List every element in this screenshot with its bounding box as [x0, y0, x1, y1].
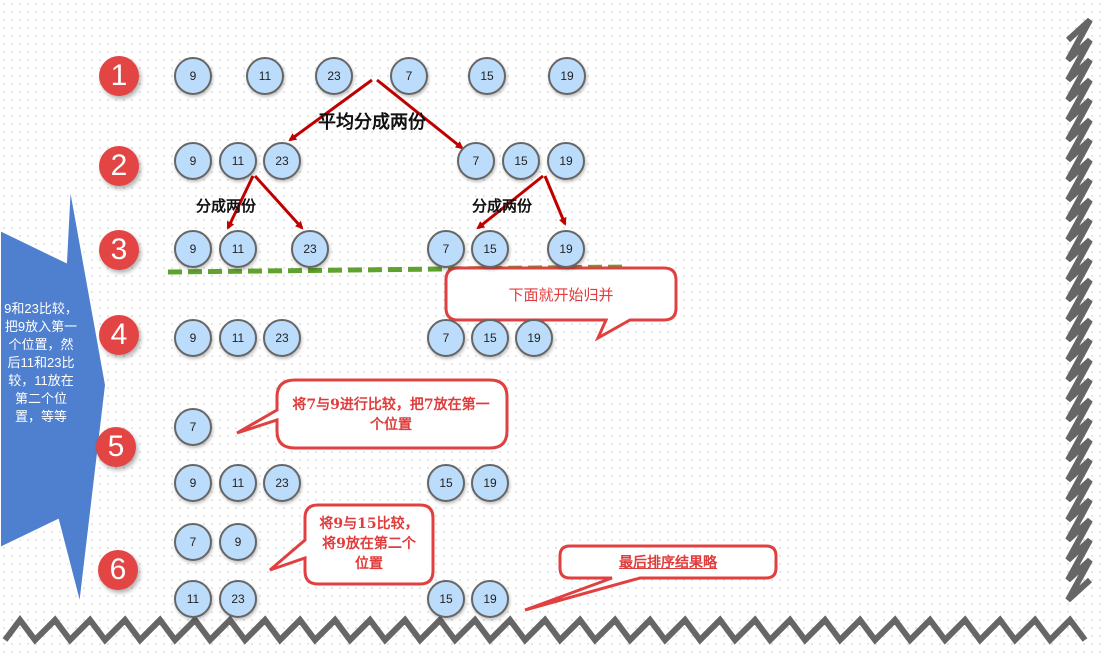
number-node: 19 [548, 57, 586, 95]
number-node: 23 [263, 142, 301, 180]
number-node: 23 [315, 57, 353, 95]
callout-final: 最后排序结果略 [619, 555, 717, 571]
number-node: 23 [263, 319, 301, 357]
number-node: 7 [174, 523, 212, 561]
number-node: 7 [457, 142, 495, 180]
step-badge-6: 6 [98, 550, 138, 590]
number-node: 11 [219, 319, 257, 357]
callout-compare-7-9: 将7与9进行比较，把7放在第一个位置 [292, 397, 490, 433]
split-arrow [226, 175, 255, 230]
number-node: 11 [219, 230, 257, 268]
number-node: 11 [219, 142, 257, 180]
number-node: 7 [427, 230, 465, 268]
number-node: 23 [263, 464, 301, 502]
number-node: 9 [174, 464, 212, 502]
number-node: 7 [174, 408, 212, 446]
number-node: 11 [219, 464, 257, 502]
split-arrow [253, 174, 304, 230]
step-badge-2: 2 [99, 146, 139, 186]
number-node: 15 [471, 319, 509, 357]
split-arrow [376, 78, 464, 150]
callout-compare-9-15: 将9与15比较，将9放在第二个位置 [319, 516, 419, 572]
torn-edge-border [2, 17, 1093, 645]
number-node: 9 [174, 230, 212, 268]
callout-final-shape [524, 544, 778, 612]
number-node: 15 [427, 580, 465, 618]
callout-merge-start-shape [444, 266, 678, 342]
number-node: 15 [468, 57, 506, 95]
number-node: 19 [471, 464, 509, 502]
callout-compare-7-9-shape [236, 378, 509, 450]
number-node: 9 [174, 57, 212, 95]
label-split-right: 分成两份 [472, 197, 533, 215]
number-node: 7 [427, 319, 465, 357]
split-arrow [543, 175, 567, 226]
number-node: 19 [515, 319, 553, 357]
number-node: 11 [174, 580, 212, 618]
side-note-arrow-shape [0, 184, 108, 606]
split-arrow [476, 174, 544, 230]
number-node: 9 [174, 142, 212, 180]
step-badge-1: 1 [99, 56, 139, 96]
callout-merge-start: 下面就开始归并 [508, 286, 614, 304]
number-node: 19 [471, 580, 509, 618]
callout-compare-9-15-shape [269, 503, 435, 586]
number-node: 15 [502, 142, 540, 180]
number-node: 19 [547, 230, 585, 268]
number-node: 15 [471, 230, 509, 268]
number-node: 15 [427, 464, 465, 502]
number-node: 23 [219, 580, 257, 618]
number-node: 7 [390, 57, 428, 95]
side-note-text: 9和23比较，把9放入第一个位置，然后11和23比较，11放在第二个位置，等等 [4, 301, 78, 424]
step-badge-3: 3 [99, 230, 139, 270]
step-badge-5: 5 [96, 427, 136, 467]
number-node: 9 [174, 319, 212, 357]
number-node: 23 [291, 230, 329, 268]
step-badge-4: 4 [99, 315, 139, 355]
number-node: 9 [219, 523, 257, 561]
split-arrow [288, 78, 373, 142]
number-node: 19 [547, 142, 585, 180]
number-node: 11 [246, 57, 284, 95]
label-split-left: 分成两份 [196, 197, 257, 215]
label-split-even: 平均分成两份 [318, 112, 426, 133]
